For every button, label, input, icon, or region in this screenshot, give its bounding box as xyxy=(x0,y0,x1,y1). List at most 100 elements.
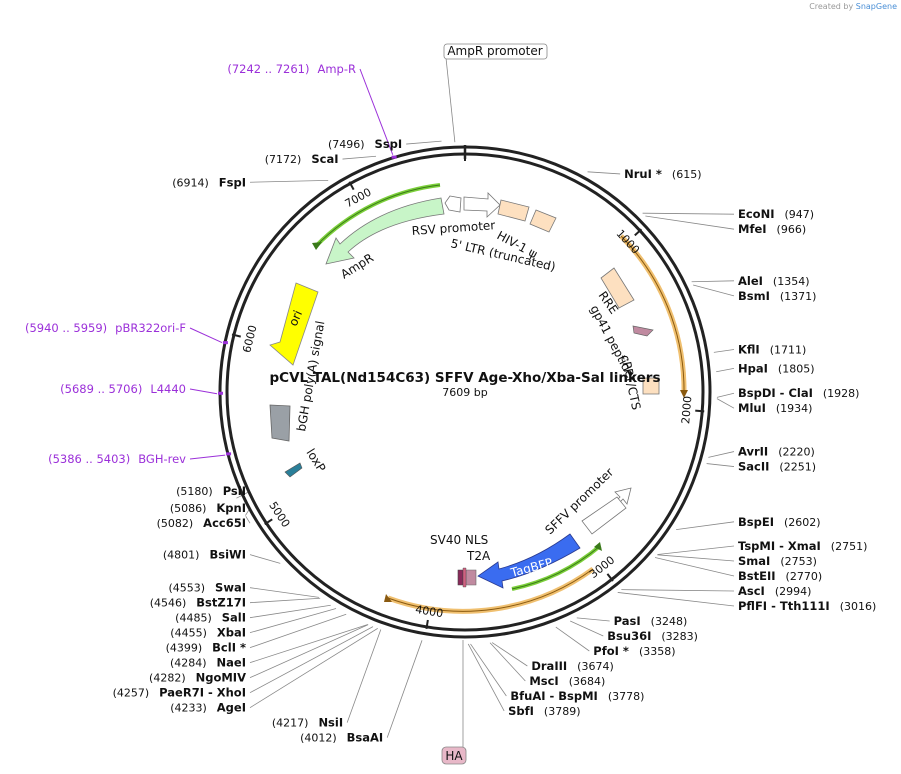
enzyme-leader-line xyxy=(249,624,369,679)
enzyme-label: AvrII(2220) xyxy=(738,445,815,459)
enzyme-coord: (3789) xyxy=(544,705,581,718)
enzyme-name: SbfI xyxy=(508,704,534,718)
enzyme-name: SacII xyxy=(738,460,769,474)
enzyme-leader-line xyxy=(342,155,377,160)
primer-name: BGH-rev xyxy=(138,452,186,466)
enzyme-label: BspEI(2602) xyxy=(738,515,821,529)
enzyme-coord: (5180) xyxy=(176,485,213,498)
enzyme-coord: (3248) xyxy=(651,615,688,628)
ampr-promoter-leader xyxy=(445,57,456,143)
cppt-rect xyxy=(642,377,660,395)
enzyme-label: PfoI *(3358) xyxy=(593,644,675,658)
enzyme-label: MscI(3684) xyxy=(529,674,605,688)
enzyme-name: BstZ17I xyxy=(196,596,246,610)
enzyme-name: NsiI xyxy=(318,716,343,730)
enzyme-label: BstEII(2770) xyxy=(738,569,822,583)
enzyme-name: FspI xyxy=(219,175,246,189)
enzyme-label: (4257)PaeR7I - XhoI xyxy=(113,686,246,700)
ampr-arrow xyxy=(325,197,445,265)
enzyme-coord: (947) xyxy=(784,208,814,221)
enzyme-coord: (4399) xyxy=(166,642,203,655)
enzyme-label: (6914)FspI xyxy=(172,175,246,189)
enzyme-coord: (4485) xyxy=(175,612,212,625)
enzyme-coord: (2220) xyxy=(778,446,815,459)
tick-mark xyxy=(634,228,643,237)
feature-label-sv40-nls: SV40 NLS xyxy=(430,533,488,547)
enzyme-label: (7172)ScaI xyxy=(265,152,339,166)
enzyme-label: AleI (1354) xyxy=(738,274,810,288)
enzyme-coord: (4217) xyxy=(272,717,309,730)
enzyme-leader-line xyxy=(716,367,735,373)
ampr-promoter-box xyxy=(443,43,548,60)
enzyme-leader-line xyxy=(691,280,735,283)
enzyme-leader-line xyxy=(386,640,423,738)
enzyme-name: BspEI xyxy=(738,515,774,529)
enzyme-coord: (966) xyxy=(777,223,807,236)
tick-mark xyxy=(606,573,614,582)
primer-mark xyxy=(218,391,224,395)
enzyme-coord: (3778) xyxy=(608,690,645,703)
enzyme-label: KflI(1711) xyxy=(738,342,806,356)
plasmid-name: pCVL TAL(Nd154C63) SFFV Age-Xho/Xba-Sal … xyxy=(270,370,661,386)
enzyme-leader-line xyxy=(249,608,337,634)
enzyme-name: NgoMIV xyxy=(196,671,246,685)
enzyme-label: HpaI(1805) xyxy=(738,361,814,375)
primer-labels: (7242 .. 7261)Amp-R (5940 .. 5959)pBR322o… xyxy=(25,62,397,466)
feature-label-t2a: T2A xyxy=(466,549,491,563)
enzyme-name: AscI xyxy=(738,584,765,598)
enzyme-label: NruI *(615) xyxy=(624,167,701,181)
primer-name: Amp-R xyxy=(317,62,356,76)
enzyme-name: PsiI xyxy=(223,484,246,498)
enzyme-name: Bsu36I xyxy=(607,629,651,643)
enzyme-label: (4546) BstZ17I xyxy=(150,596,246,610)
site-lines xyxy=(189,57,735,748)
feature-label-loxp: loxP xyxy=(303,446,328,474)
watermark-created-by: Created by xyxy=(809,2,854,11)
ori-arrow xyxy=(269,282,319,366)
enzyme-coord: (1928) xyxy=(823,387,860,400)
primer-label: (7242 .. 7261)Amp-R xyxy=(227,62,356,76)
enzyme-leader-line xyxy=(708,451,735,458)
enzyme-coord: (3283) xyxy=(661,630,698,643)
enzyme-leader-line xyxy=(617,592,735,607)
ltr-rect xyxy=(497,199,530,222)
enzyme-name: HpaI xyxy=(738,361,768,375)
enzyme-label: EcoNI (947) xyxy=(738,207,814,221)
enzyme-label: (5180) PsiI xyxy=(176,484,246,498)
enzyme-coord: (3358) xyxy=(639,645,676,658)
enzyme-name: AleI xyxy=(738,274,763,288)
enzyme-leader-line xyxy=(489,642,526,682)
tick-mark xyxy=(348,181,355,191)
primer-leader-line xyxy=(189,327,223,343)
enzyme-leader-line xyxy=(245,516,251,524)
enzyme-name: XbaI xyxy=(217,626,246,640)
enzyme-leader-line xyxy=(491,642,528,667)
enzyme-name: EcoNI xyxy=(738,207,774,221)
primer-leader-line xyxy=(189,388,218,395)
enzyme-coord: (4546) xyxy=(150,597,187,610)
tick-marks xyxy=(231,145,705,630)
enzyme-coord: (4553) xyxy=(168,582,205,595)
enzyme-leader-line xyxy=(249,628,378,709)
enzyme-leader-line xyxy=(693,284,735,297)
enzyme-leader-line xyxy=(645,215,735,230)
loxp-arrow xyxy=(284,462,303,478)
enzyme-coord: (4233) xyxy=(170,702,207,715)
enzyme-leader-line xyxy=(657,554,735,562)
enzyme-name: AgeI xyxy=(217,701,246,715)
enzyme-leader-line xyxy=(657,545,735,555)
primer-mark xyxy=(222,341,228,345)
enzyme-label: SbfI (3789) xyxy=(508,704,580,718)
enzyme-name: SalI xyxy=(222,611,246,625)
enzyme-name: NaeI xyxy=(217,656,246,670)
enzyme-label: (5086)KpnI xyxy=(170,501,246,515)
primer-name: pBR322ori-F xyxy=(115,321,186,335)
tick-mark xyxy=(695,409,705,413)
enzyme-coord: (2251) xyxy=(779,461,816,474)
enzyme-leader-line xyxy=(470,643,507,697)
primer-leader-line xyxy=(189,454,226,460)
enzyme-coord: (1354) xyxy=(773,275,810,288)
primer-label: (5940 .. 5959)pBR322ori-F xyxy=(25,321,186,335)
